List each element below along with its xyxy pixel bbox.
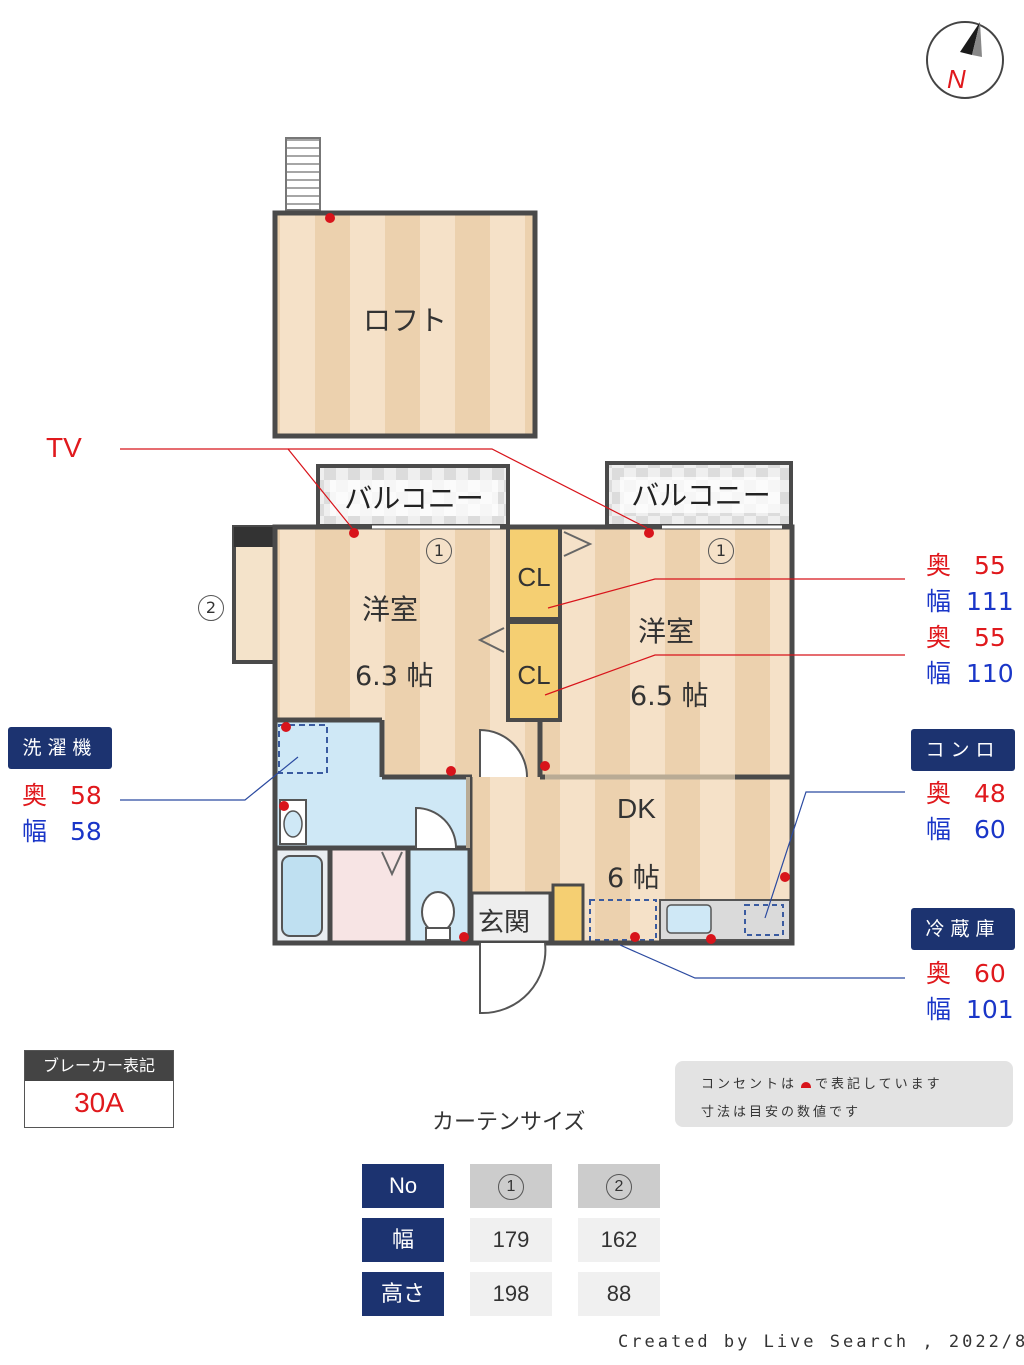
bay-window [232,525,277,664]
curtain-marker-1a: 1 [426,538,452,564]
stove-space [744,904,784,936]
curtain-header-2: 2 [578,1164,660,1208]
balcony-right-label: バルコニー [631,479,770,512]
outlet-markers [279,213,790,944]
closet-2 [506,620,562,722]
western-left-label: 洋室 [362,593,419,626]
dk-label: DK [617,793,656,824]
kitchen-sink-icon [666,904,712,934]
breaker-title: ブレーカー表記 [25,1051,173,1081]
western-left-size: 6.3 帖 [355,661,434,692]
curtain-title: カーテンサイズ [432,1110,586,1135]
curtain-row-width-label: 幅 [362,1218,444,1262]
western-right-label: 洋室 [638,615,695,648]
loft-room [272,210,538,439]
washer-space [278,724,328,774]
western-right-size: 6.5 帖 [630,681,709,712]
balcony-left-label: バルコニー [344,482,483,515]
curtain-row-height-label: 高さ [362,1272,444,1316]
closet-2-label: CL [517,660,550,690]
curtain-header-no: No [362,1164,444,1208]
outlet-note: コンセントはで表記しています 寸法は目安の数値です [675,1061,1013,1127]
compass-needle-icon [960,22,980,55]
outlet-symbol-icon [801,1082,812,1088]
leader-lines [120,448,905,979]
curtain-header-1: 1 [470,1164,552,1208]
breaker-value: 30A [74,1087,124,1118]
washer-tag: 洗濯機 [8,727,112,769]
compass-north-label: N [947,64,966,94]
curtain-marker-2: 2 [198,595,224,621]
compass: N [926,21,1004,99]
loft-label: ロフト [363,304,447,337]
toilet-icon [421,891,455,933]
curtain-height-2: 88 [578,1272,660,1316]
entrance-label: 玄関 [478,908,531,938]
closet-1-label: CL [517,562,550,592]
fridge-space [589,899,657,941]
fridge-tag: 冷蔵庫 [911,908,1015,950]
credit-text: Created by Live Search , 2022/8 [618,1332,1024,1352]
tv-label: TV [46,432,82,463]
closet-1 [506,525,562,621]
stove-tag: コンロ [911,729,1015,771]
bathroom-floor [330,848,408,943]
shoe-closet [551,883,585,945]
curtain-width-1: 179 [470,1218,552,1262]
loft-ladder-icon [285,137,321,211]
curtain-marker-1b: 1 [708,538,734,564]
breaker-box: ブレーカー表記 30A [24,1050,174,1128]
door-swings [415,728,547,1015]
dk-size: 6 帖 [607,863,660,894]
curtain-width-2: 162 [578,1218,660,1262]
curtain-height-1: 198 [470,1272,552,1316]
